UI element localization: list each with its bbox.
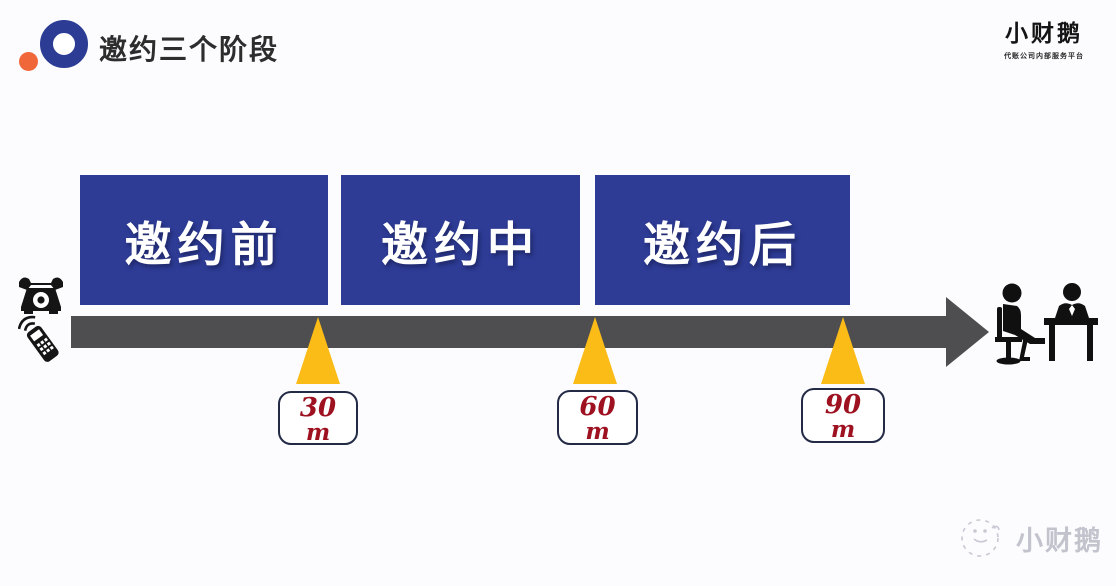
marker-unit: m <box>830 416 856 443</box>
watermark: 小财鹅 <box>952 512 1103 564</box>
logo-orange-dot-icon <box>19 52 38 71</box>
marker-label-30m: 30 m <box>278 391 358 445</box>
marker-unit: m <box>585 418 610 445</box>
marker-unit: m <box>305 419 331 446</box>
marker-value: 30 <box>299 393 337 423</box>
stage-box-during-invitation: 邀约中 <box>341 175 580 305</box>
marker-triangle-icon <box>821 317 865 384</box>
mobile-phone-icon <box>18 315 59 362</box>
logo-blue-ring-icon <box>40 20 88 68</box>
stage-label: 邀约中 <box>381 217 540 271</box>
stage-label: 邀约后 <box>643 217 802 271</box>
brand-name: 小财鹅 <box>1005 20 1083 47</box>
stage-label: 邀约前 <box>124 217 284 271</box>
watermark-text: 小财鹅 <box>1016 525 1103 556</box>
marker-value: 90 <box>824 390 862 420</box>
marker-value: 60 <box>579 392 616 422</box>
stage-box-after-invitation: 邀约后 <box>595 175 850 305</box>
marker-label-60m: 60 m <box>557 390 638 445</box>
brand-block: 小财鹅 代账公司内部服务平台 <box>984 14 1104 61</box>
timeline-bar <box>71 316 947 348</box>
desk-phone-icon <box>19 277 63 314</box>
goose-logo-icon <box>961 519 1000 557</box>
page-title: 邀约三个阶段 <box>99 34 280 65</box>
marker-triangle-icon <box>296 317 340 384</box>
marker-triangle-icon <box>573 317 617 384</box>
timeline-arrowhead-icon <box>946 297 989 367</box>
brand-tagline: 代账公司内部服务平台 <box>1004 53 1084 60</box>
stage-box-before-invitation: 邀约前 <box>80 175 328 305</box>
marker-label-90m: 90 m <box>801 388 885 443</box>
interview-meeting-icon <box>995 283 1098 365</box>
